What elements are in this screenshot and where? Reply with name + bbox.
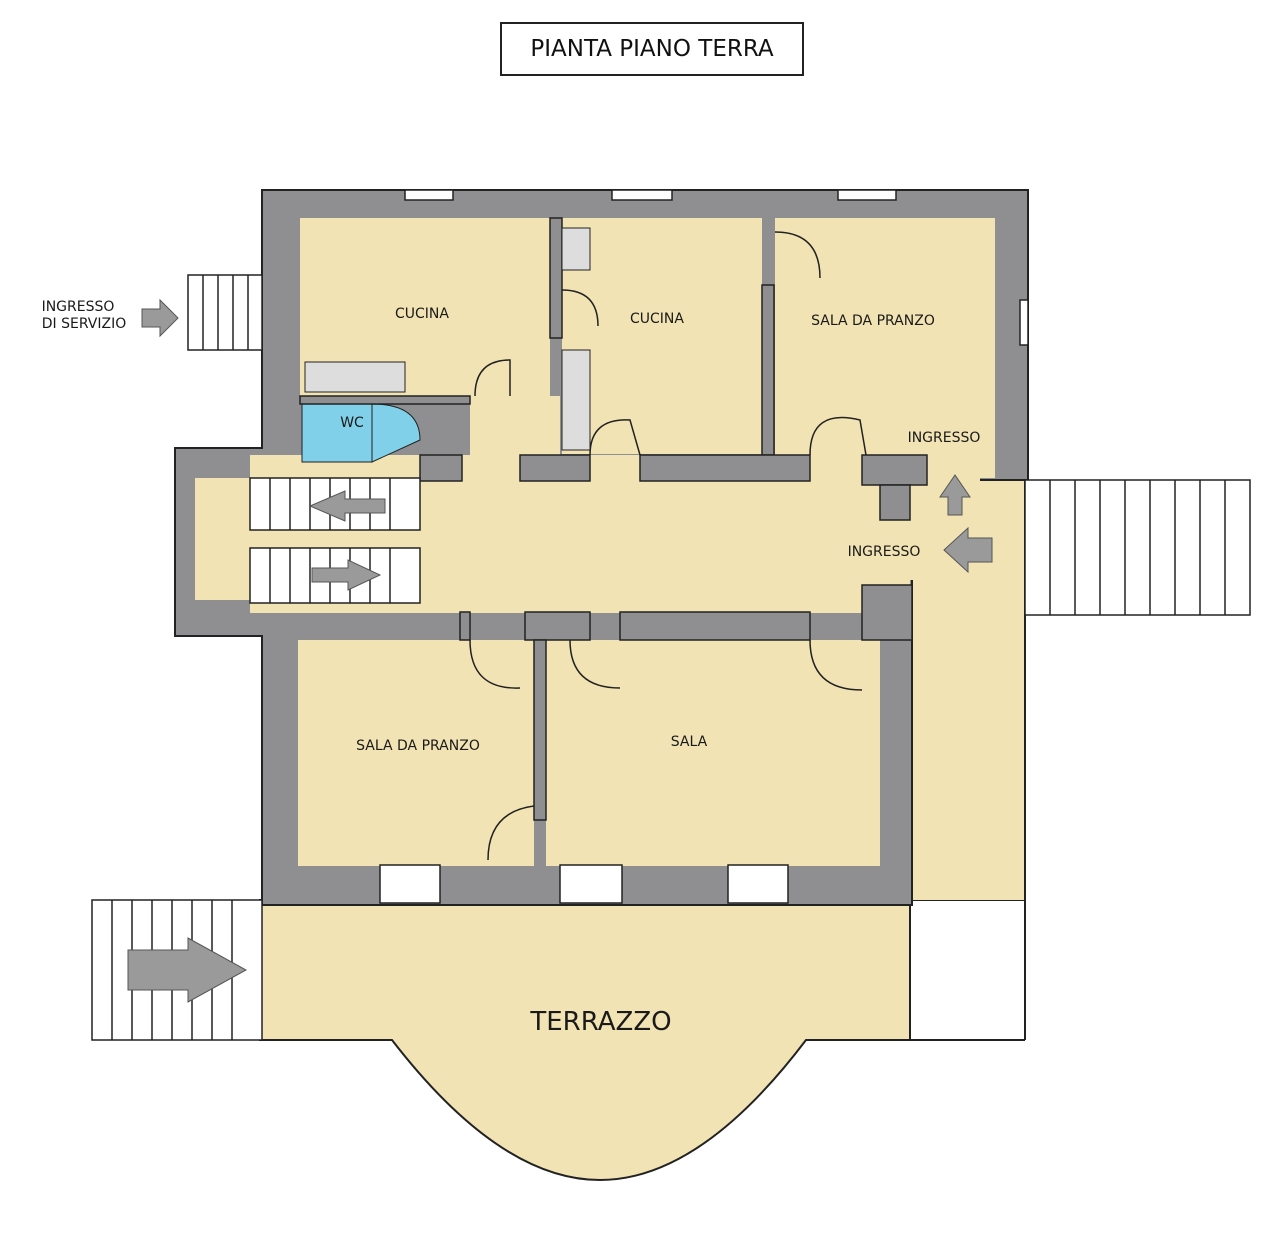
plan-title: PIANTA PIANO TERRA xyxy=(500,22,804,76)
room-label-wc: WC xyxy=(340,415,364,431)
room-label-sala: SALA xyxy=(671,734,708,750)
room-label-cucina-1: CUCINA xyxy=(395,306,449,322)
entrance-left-arrow-icon xyxy=(943,526,993,574)
terrace-floor xyxy=(259,479,1026,1182)
windows xyxy=(379,189,1029,904)
terrace-arrow-icon xyxy=(127,937,248,1003)
room-label-sala-da-pranzo-top: SALA DA PRANZO xyxy=(811,313,935,329)
service-entrance-arrow-icon xyxy=(141,298,179,338)
room-label-cucina-2: CUCINA xyxy=(630,311,684,327)
direction-arrows xyxy=(127,298,993,1003)
room-label-ingresso-top: INGRESSO xyxy=(908,430,981,446)
room-label-ingresso-center: INGRESSO xyxy=(848,544,921,560)
service-entrance-label-line1: INGRESSO xyxy=(42,299,115,315)
stairs-down-arrow-icon xyxy=(311,559,382,591)
main-entrance-stairs xyxy=(1024,479,1251,616)
room-label-sala-da-pranzo-bottom: SALA DA PRANZO xyxy=(356,738,480,754)
service-stairs xyxy=(187,274,263,351)
stairs-up-arrow-icon xyxy=(308,490,386,522)
room-label-terrazzo: TERRAZZO xyxy=(529,1007,671,1037)
interior-walls xyxy=(299,217,928,821)
wc-room xyxy=(301,403,373,463)
entrance-up-arrow-icon xyxy=(939,474,971,516)
kitchen-counters xyxy=(304,227,591,451)
service-entrance-label-line2: DI SERVIZIO xyxy=(42,316,127,332)
door-swings xyxy=(469,231,867,861)
